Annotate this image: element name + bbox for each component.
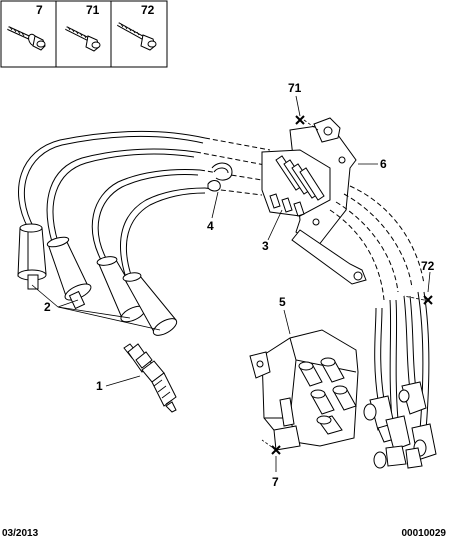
leader-line-1 [105, 375, 141, 387]
callout-72: 72 [421, 259, 435, 273]
spark-plug [123, 343, 177, 413]
lead-retaining-clip [207, 162, 233, 192]
coil-connector-block [261, 149, 331, 217]
spark-plug-boots [17, 223, 178, 336]
hex-flange-bolt-icon [7, 26, 46, 51]
leader-line-72b [403, 295, 425, 301]
fixing-point-marker [295, 115, 305, 125]
leader-line-7b [261, 439, 277, 451]
coil-lead-boots [363, 381, 437, 469]
leader-line-71b [303, 119, 319, 131]
callout-3: 3 [262, 239, 269, 253]
leader-line-3 [267, 209, 283, 241]
leader-line-4 [211, 191, 219, 219]
footer-diagram-code: 00010029 [401, 528, 447, 539]
hex-bolt-icon [65, 26, 101, 52]
leader-line-71 [295, 95, 301, 117]
coil-pack-leads [329, 185, 430, 431]
fixing-point-marker [423, 295, 433, 305]
header-label-72: 72 [141, 3, 155, 17]
callout-6: 6 [380, 157, 387, 171]
footer-date: 03/2013 [2, 528, 39, 539]
leader-lines-2 [31, 284, 161, 331]
callout-4: 4 [207, 219, 214, 233]
header-label-7: 7 [36, 3, 43, 17]
callout-2: 2 [44, 300, 51, 314]
leader-line-5 [283, 309, 291, 335]
ignition-coil-pack [249, 329, 359, 451]
leader-line-72 [427, 271, 431, 293]
hex-bolt-icon [117, 22, 157, 51]
callout-1: 1 [96, 379, 103, 393]
callout-5: 5 [279, 295, 286, 309]
callout-71: 71 [288, 81, 302, 95]
header-label-71: 71 [86, 3, 100, 17]
callout-7: 7 [272, 475, 279, 489]
header-parts-strip [0, 0, 168, 68]
